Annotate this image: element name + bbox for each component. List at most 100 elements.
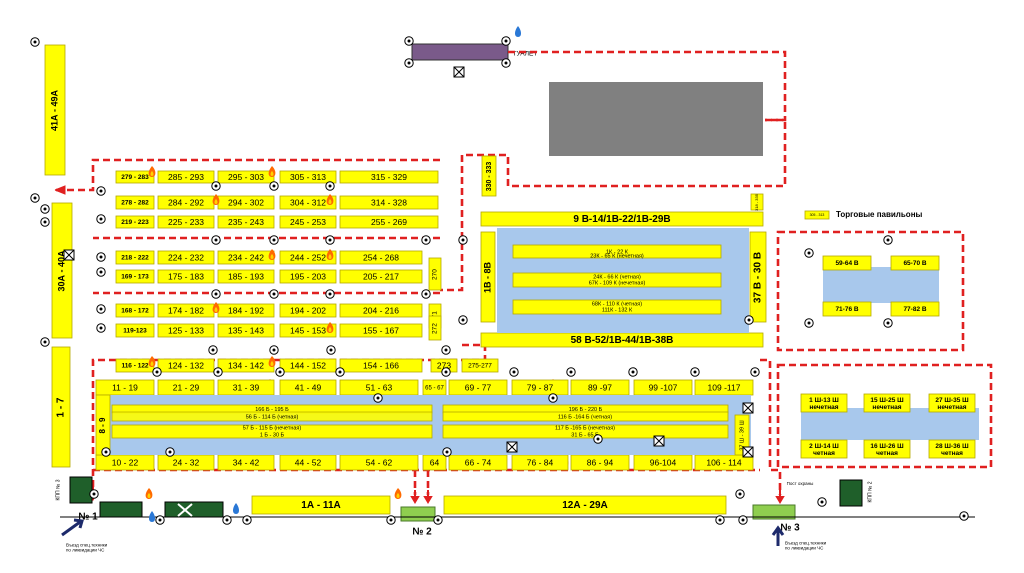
kiosk-1 xyxy=(99,501,143,518)
toilet-a-post-dot xyxy=(407,39,411,43)
lower-10-label: 106 - 114 xyxy=(706,457,742,467)
lower-2-label: 34 - 42 xyxy=(233,457,260,467)
k-row-2a: 24К - 66 К (четная) xyxy=(593,274,641,280)
w-2-stall xyxy=(928,393,976,413)
entrance-right-arrow xyxy=(771,525,785,546)
stall-r1c3-label: 304 - 312 xyxy=(290,197,326,207)
hall-top-8-post-dot xyxy=(693,370,697,374)
stall-r6c4-label: 155 - 167 xyxy=(363,325,399,335)
stall-r4c1-stall xyxy=(157,269,215,284)
stall-r5c3-stall xyxy=(279,303,337,318)
r284-fire-core xyxy=(214,199,218,204)
kpp2-booth xyxy=(839,479,863,507)
stall-r4c1-label: 175 - 183 xyxy=(168,271,204,281)
stall-318-stall xyxy=(750,193,764,211)
b-left-2b: 56 Б - 114 Б (четная) xyxy=(246,414,299,420)
stall-r4c3-label: 195 - 203 xyxy=(290,271,326,281)
stall-r1c0-label: 278 - 282 xyxy=(121,200,149,207)
stall-r6c3-label: 145 - 153 xyxy=(290,325,326,335)
row-19-post-dot xyxy=(329,348,333,352)
lower-8-label: 86 - 94 xyxy=(587,457,614,467)
stall-r0c0-label: 279 - 283 xyxy=(121,174,149,181)
stall-r2c2-label: 235 - 243 xyxy=(228,217,264,227)
stall-r6c4-stall xyxy=(339,323,423,338)
bottom-3-post-dot xyxy=(245,518,249,522)
r244-fire-core xyxy=(328,254,332,259)
upper-0-label: 11 - 19 xyxy=(112,382,138,392)
stall-r5c4-label: 204 - 216 xyxy=(363,305,399,315)
b-right-1-label: 196 Б - 220 Б xyxy=(569,407,603,413)
b-left-4: 1 Б - 30 Б xyxy=(260,432,285,438)
k-1-post-dot xyxy=(461,238,465,242)
hall-4-hydrant-cross xyxy=(742,446,754,458)
stall-272-stall xyxy=(428,315,442,341)
stall-r2c3-label: 245 - 253 xyxy=(290,217,326,227)
lower-1-label: 24 - 32 xyxy=(173,457,200,467)
upper-2-label: 31 - 39 xyxy=(233,382,260,392)
stall-r4c2-stall xyxy=(217,269,275,284)
stall-r0c1-stall xyxy=(157,170,215,184)
v-77-stall xyxy=(890,301,940,317)
upper-4-label: 51 - 63 xyxy=(366,382,393,392)
lower-7-label: 76 - 84 xyxy=(527,457,554,467)
stall-r5c0-stall xyxy=(115,303,155,318)
bottom-1-post-dot xyxy=(158,518,162,522)
left-5-post-dot xyxy=(43,340,47,344)
upper-8-label: 89 -97 xyxy=(588,382,612,392)
stall-r0c0-stall xyxy=(115,170,155,184)
hall-1-hydrant-cross xyxy=(506,441,518,453)
stall-12a-stall xyxy=(443,495,727,515)
hall-top-4-post-dot xyxy=(444,370,448,374)
gate1-water-icon xyxy=(149,511,155,522)
hall-top-0-post-dot xyxy=(155,370,159,374)
stall-r6c0-label: 119-123 xyxy=(123,328,147,335)
r234-fire-core xyxy=(270,254,274,259)
kiosk-water-icon xyxy=(233,503,239,514)
row-4-post-dot xyxy=(99,307,103,311)
stall-r6c2-stall xyxy=(217,323,275,338)
stall-r6c2-label: 135 - 143 xyxy=(228,325,264,335)
k-row-2b: 67К - 109 К (нечетная) xyxy=(589,280,646,286)
bottom-5-post-dot xyxy=(436,518,440,522)
stall-r4c0-stall xyxy=(115,269,155,284)
b-left-3-stall xyxy=(111,424,433,439)
stall-r7c1-label: 124 - 132 xyxy=(168,360,204,370)
route-exit-arrow xyxy=(54,185,66,195)
gate3-label: № 3 xyxy=(780,523,800,534)
hall-top-7-post-dot xyxy=(631,370,635,374)
stall-330-stall xyxy=(481,155,497,197)
row-20-post-dot xyxy=(444,348,448,352)
stall-37sh-stall xyxy=(734,414,750,456)
stall-30a-label: 30А - 40А xyxy=(56,250,66,292)
stall-r2c4-label: 255 - 269 xyxy=(371,217,407,227)
b-left-2-stall xyxy=(111,411,433,422)
b-right-4: 31 Б - 65 Б xyxy=(571,432,599,438)
v-71-stall xyxy=(822,301,872,317)
gate3-box xyxy=(752,504,796,520)
r174-fire-core xyxy=(214,307,218,312)
stall-r6c1-label: 125 - 133 xyxy=(168,325,204,335)
stall-37sh-label: 37 Ш - 39 Ш xyxy=(739,420,745,450)
b-right-2: 116 Б -164 Б (четная) xyxy=(558,414,612,420)
route-arrow-gate3 xyxy=(775,490,785,504)
k-3-post-dot xyxy=(747,318,751,322)
hall-top-2-post-dot xyxy=(278,370,282,374)
stall-r2c2-stall xyxy=(217,215,275,229)
w-3-stall xyxy=(800,439,848,459)
lower-6-label: 66 - 74 xyxy=(465,457,492,467)
lower-4-label: 54 - 62 xyxy=(366,457,393,467)
stall-58v-label: 58 В-52/1В-44/1В-38В xyxy=(571,335,674,346)
lower-3-label: 44 - 52 xyxy=(295,457,322,467)
hall-5-post-dot xyxy=(445,450,449,454)
stall-r1c3-stall xyxy=(279,195,337,210)
stall-30a-stall xyxy=(51,202,73,339)
upper-10-label: 109 -117 xyxy=(708,382,741,392)
upper-5-label: 65 - 67 xyxy=(425,386,444,392)
hall-2-hydrant-cross xyxy=(653,435,665,447)
stall-r0c2-stall xyxy=(217,170,275,184)
bottom-2-post-dot xyxy=(225,518,229,522)
toilet-water-icon xyxy=(515,26,521,37)
bottom-0-post-dot xyxy=(92,492,96,496)
